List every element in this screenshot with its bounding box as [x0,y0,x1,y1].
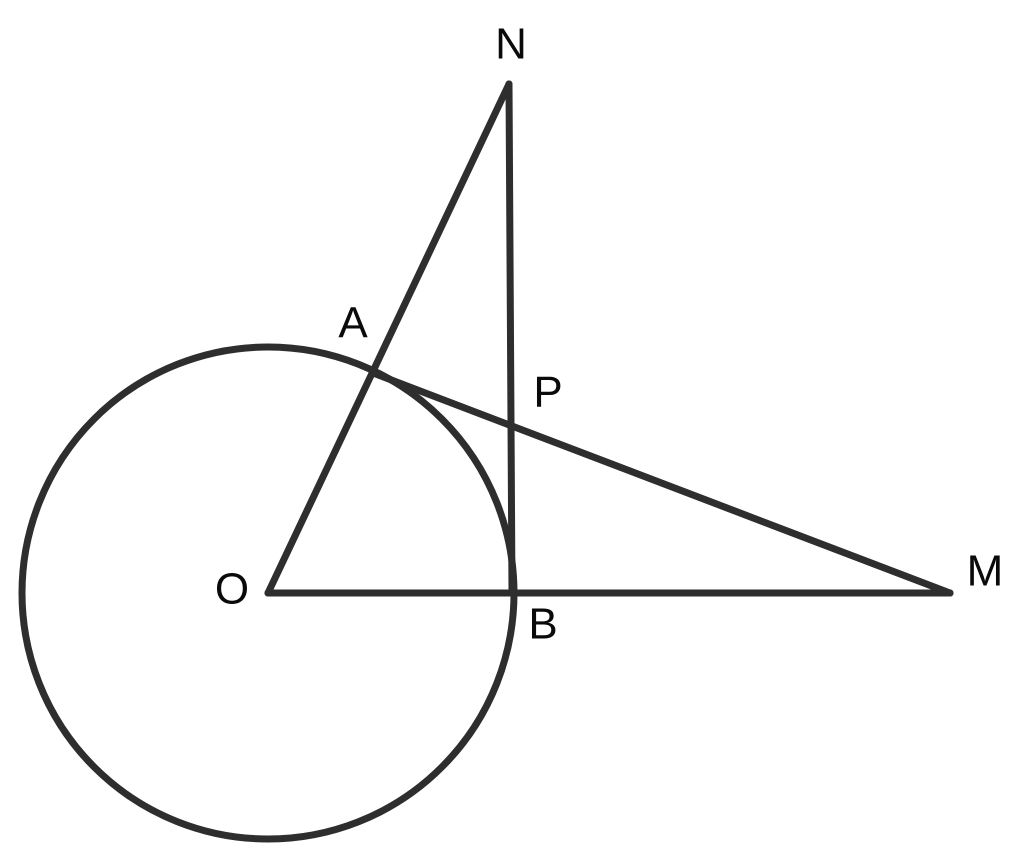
point-label-N: N [495,20,527,69]
vertex-dot-N [505,80,513,88]
point-label-M: M [967,547,1004,596]
segment-A-M [369,369,954,597]
vertex-dot-group [264,80,954,597]
point-label-P: P [533,368,562,417]
point-label-A: A [338,299,368,348]
segment-O-N [264,80,513,597]
segment-N-B [505,80,516,597]
point-label-O: O [215,565,249,614]
vertex-dot-M [946,589,954,597]
vertex-dot-O [264,589,272,597]
point-label-B: B [528,600,557,649]
